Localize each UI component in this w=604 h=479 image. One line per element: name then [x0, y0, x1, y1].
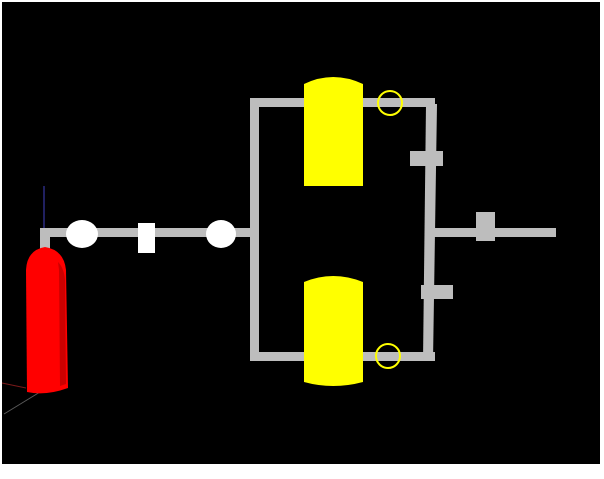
- bulb-icon: [206, 220, 236, 248]
- pipe-left-manifold: [250, 98, 259, 360]
- axis-line-short: [1, 382, 27, 389]
- pressure-rings: [375, 90, 403, 369]
- pipe-fittings: [410, 151, 495, 299]
- pipe-fitting-icon: [476, 212, 495, 241]
- gas-cylinder-body: [26, 247, 68, 394]
- axis-line-diagonal: [3, 391, 41, 415]
- valve-icon: [138, 223, 155, 253]
- pipe-cylinder-outlet: [40, 228, 50, 250]
- tank-icon: [304, 276, 363, 386]
- ring-icon: [377, 90, 403, 116]
- gas-cylinder-highlight: [58, 262, 66, 386]
- tank-icon: [304, 77, 363, 186]
- pipe-fitting-icon: [421, 285, 453, 299]
- bulb-icon: [66, 220, 98, 248]
- feed-bulbs: [66, 220, 236, 248]
- storage-tanks: [304, 77, 363, 386]
- pipe-fitting-icon: [410, 151, 443, 166]
- ring-icon: [375, 343, 401, 369]
- gas-cylinder-icon: [26, 247, 68, 394]
